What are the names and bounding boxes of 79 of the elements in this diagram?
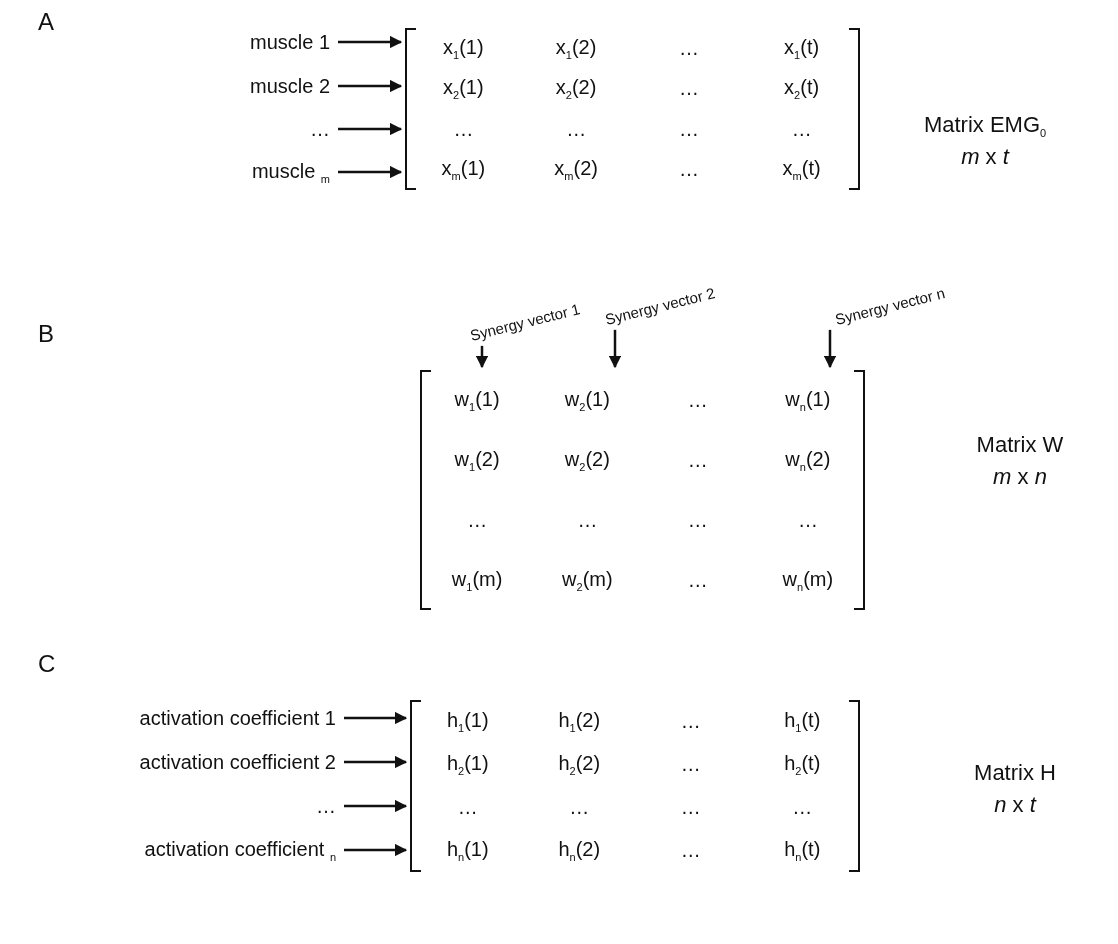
matrix-entry: … bbox=[680, 753, 701, 776]
arrow bbox=[608, 329, 622, 369]
matrix-entry: h$_{1}$(t) bbox=[784, 709, 821, 734]
matrix-entry: w$_{n}$(m) bbox=[782, 567, 834, 593]
matrix-entry: … bbox=[678, 158, 699, 182]
matrix-entry: … bbox=[687, 508, 708, 532]
matrix-entry: x$_{m}$(2) bbox=[554, 157, 598, 183]
matrix-entry: w$_{1}$(2) bbox=[454, 447, 500, 473]
matrix-entry: w$_{2}$(1) bbox=[564, 387, 610, 413]
matrix-entry: … bbox=[566, 117, 587, 141]
arrow bbox=[338, 122, 403, 136]
matrix-name: Matrix W bbox=[976, 432, 1064, 458]
matrix-entry: … bbox=[569, 796, 590, 819]
matrix-entry: … bbox=[467, 508, 488, 532]
matrix-entry: … bbox=[680, 710, 701, 733]
panel-letter: B bbox=[38, 320, 54, 348]
arrow bbox=[338, 35, 403, 49]
arrow bbox=[823, 329, 837, 369]
matrix-entry: … bbox=[678, 117, 699, 141]
arrow bbox=[475, 345, 489, 369]
matrix-entry: x$_{1}$(2) bbox=[555, 35, 597, 61]
panel-letter: A bbox=[38, 8, 54, 36]
matrix-entry: w$_{n}$(2) bbox=[785, 447, 831, 473]
matrix-entry: … bbox=[678, 36, 699, 60]
matrix-entry: … bbox=[687, 448, 708, 472]
row-label: activation coefficient 1 bbox=[139, 706, 336, 730]
matrix-entry: x$_{2}$(t) bbox=[784, 76, 820, 102]
matrix-entry: w$_{n}$(1) bbox=[785, 387, 831, 413]
matrix-entry: … bbox=[791, 117, 812, 141]
row-label: muscle $_{m}$ bbox=[251, 159, 330, 185]
vector-label: Synergy vector 2 bbox=[603, 284, 717, 328]
matrix-name: Matrix H bbox=[974, 760, 1056, 786]
matrix-entry: … bbox=[792, 796, 813, 819]
matrix-entry: … bbox=[680, 796, 701, 819]
matrix-name: Matrix EMG$_{0}$ bbox=[923, 112, 1047, 140]
matrix-entry: … bbox=[453, 117, 474, 141]
matrix-dimensions: n x t bbox=[994, 792, 1036, 818]
arrow bbox=[344, 755, 408, 769]
matrix-entry: h$_{1}$(2) bbox=[558, 709, 601, 734]
row-label: … bbox=[316, 794, 336, 818]
row-label: activation coefficient $_{n}$ bbox=[144, 837, 336, 863]
row-label: muscle 1 bbox=[249, 30, 330, 54]
matrix-entry: … bbox=[678, 77, 699, 101]
arrow bbox=[338, 165, 403, 179]
arrow bbox=[344, 711, 408, 725]
matrix-entry: w$_{1}$(1) bbox=[454, 387, 500, 413]
matrix-entry: h$_{2}$(1) bbox=[446, 752, 489, 777]
matrix-entry: x$_{2}$(1) bbox=[443, 76, 484, 102]
matrix-entry: … bbox=[687, 568, 708, 592]
arrow bbox=[344, 799, 408, 813]
matrix-entry: … bbox=[577, 508, 598, 532]
matrix-entry: w$_{2}$(m) bbox=[562, 567, 613, 593]
matrix-entry: … bbox=[797, 508, 818, 532]
panel-letter: C bbox=[38, 650, 56, 678]
matrix-entry: x$_{m}$(1) bbox=[441, 157, 486, 183]
arrow bbox=[338, 79, 403, 93]
matrix-entry: h$_{n}$(t) bbox=[784, 838, 821, 863]
matrix-dimensions: m x t bbox=[961, 144, 1009, 170]
row-label: muscle 2 bbox=[249, 74, 330, 98]
matrix-entry: … bbox=[687, 388, 708, 412]
matrix-entry: … bbox=[457, 796, 478, 819]
matrix-entry: … bbox=[680, 839, 701, 862]
matrix-entry: x$_{2}$(2) bbox=[555, 76, 597, 102]
row-label: … bbox=[310, 117, 330, 141]
matrix-entry: w$_{1}$(m) bbox=[451, 567, 503, 593]
row-label: activation coefficient 2 bbox=[139, 750, 336, 774]
matrix-entry: h$_{2}$(t) bbox=[784, 752, 821, 777]
vector-label: Synergy vector n bbox=[833, 284, 947, 328]
arrow bbox=[344, 843, 408, 857]
matrix-entry: x$_{1}$(1) bbox=[443, 35, 484, 61]
matrix-entry: h$_{2}$(2) bbox=[558, 752, 601, 777]
matrix-entry: h$_{n}$(1) bbox=[446, 838, 489, 863]
matrix-entry: x$_{m}$(t) bbox=[782, 157, 821, 183]
matrix-entry: x$_{1}$(t) bbox=[784, 35, 820, 61]
matrix-entry: w$_{2}$(2) bbox=[564, 447, 610, 473]
matrix-entry: h$_{n}$(2) bbox=[558, 838, 601, 863]
vector-label: Synergy vector 1 bbox=[468, 300, 582, 344]
matrix-dimensions: m x n bbox=[993, 464, 1047, 490]
matrix-entry: h$_{1}$(1) bbox=[446, 709, 489, 734]
